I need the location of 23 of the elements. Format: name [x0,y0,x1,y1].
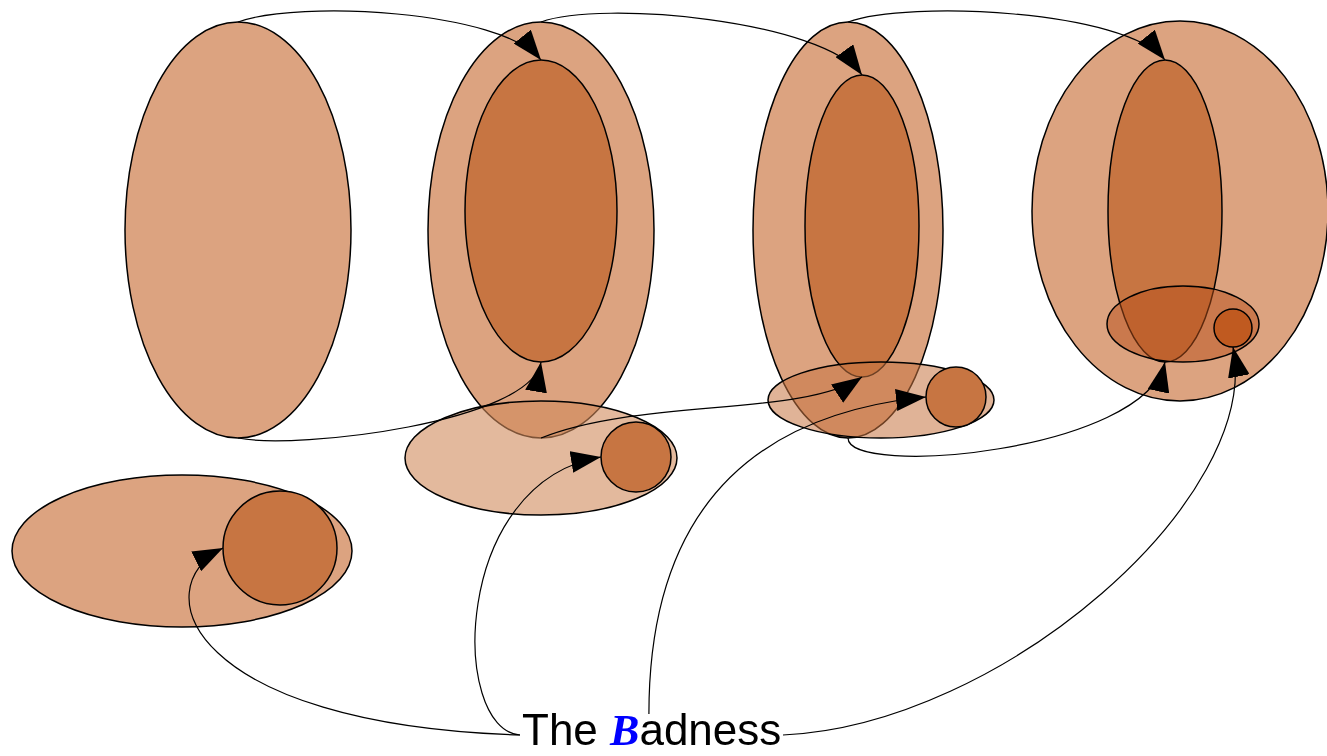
circle [1213,308,1253,348]
arrow [540,376,863,439]
arrow [648,389,927,715]
arrow [540,12,863,76]
arrow [782,346,1246,736]
ellipse [404,400,678,516]
arrow [847,361,1166,457]
arrow [188,547,521,736]
caption-text: The Badness [522,708,782,753]
ellipse [1106,285,1260,363]
circle [222,490,338,606]
arrow [847,10,1166,61]
circle [600,421,672,493]
ellipse [1107,59,1223,363]
ellipse [427,21,655,439]
ellipse [464,59,618,363]
circle [925,366,987,428]
ellipse [804,74,920,378]
ellipse [752,21,944,439]
ellipse [124,21,352,439]
ellipse [11,474,353,628]
ellipse [767,361,995,439]
arrow [237,10,542,61]
